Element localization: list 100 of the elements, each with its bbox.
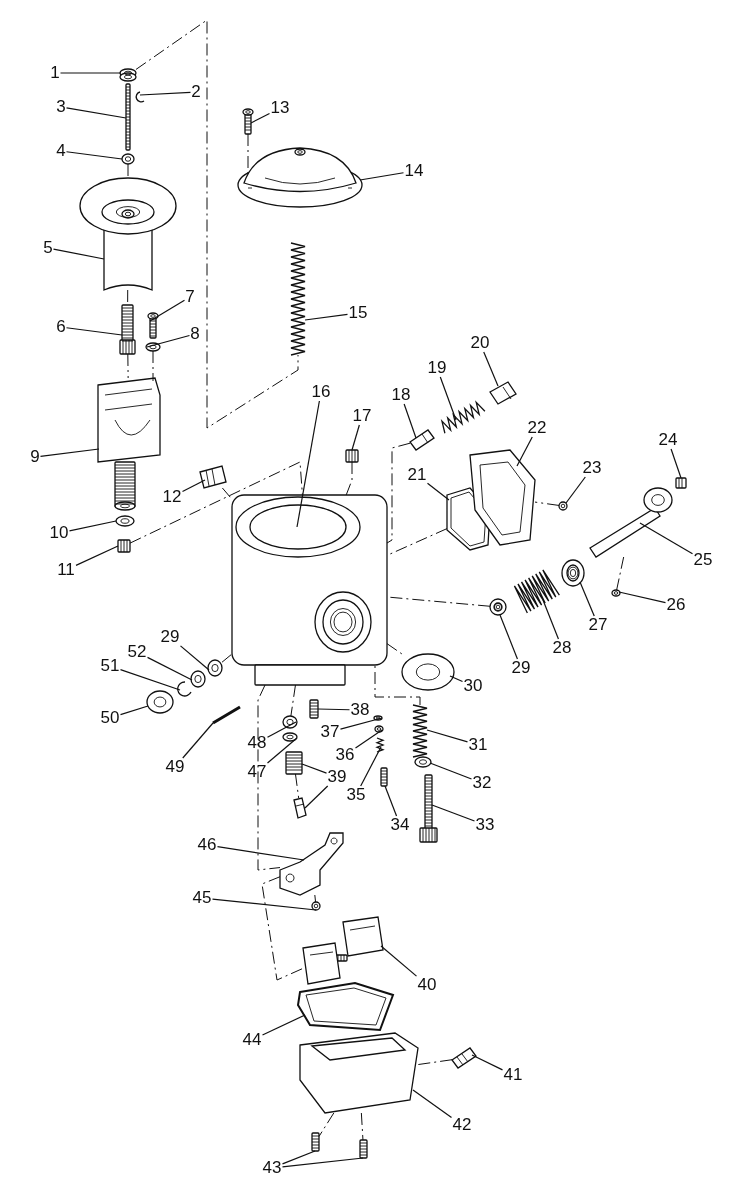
- screw-drawing: [359, 1139, 368, 1159]
- screw-drawing: [147, 312, 159, 339]
- ring-drawing: [282, 732, 298, 742]
- assembly-line: [152, 350, 154, 382]
- assembly-line: [616, 556, 625, 591]
- callout-number: 5: [42, 239, 54, 257]
- washer-drawing: [145, 342, 161, 352]
- assembly-line: [386, 442, 411, 544]
- callout-number: 21: [406, 466, 428, 484]
- assembly-line: [417, 1059, 453, 1066]
- leader-line: [542, 599, 560, 640]
- cap-drawing: [146, 690, 174, 714]
- assembly-line: [386, 643, 403, 655]
- assembly-line: [127, 163, 129, 179]
- callout-number: 38: [349, 701, 371, 719]
- leader-line: [499, 614, 519, 660]
- leader-line: [146, 334, 191, 348]
- assembly-line: [360, 1112, 364, 1141]
- leader-line: [52, 248, 105, 260]
- assembly-line: [290, 684, 296, 717]
- leader-line: [384, 785, 398, 817]
- carburetor-body-drawing: [231, 494, 388, 686]
- gasket-drawing: [446, 487, 491, 551]
- bowl-drawing: [299, 1032, 419, 1114]
- leader-line: [339, 717, 383, 730]
- leader-line: [483, 351, 499, 387]
- washer-drawing: [115, 515, 135, 527]
- washer-drawing: [121, 153, 135, 165]
- callout-number: 13: [269, 99, 291, 117]
- callout-number: 19: [426, 359, 448, 377]
- spring-drawing: [513, 569, 560, 614]
- assembly-line: [127, 353, 129, 379]
- callout-number: 36: [334, 746, 356, 764]
- leader-line: [380, 945, 418, 977]
- assembly-line: [261, 876, 304, 981]
- callout-number: 31: [467, 736, 489, 754]
- leader-line: [149, 299, 186, 322]
- leader-line: [281, 1157, 364, 1168]
- leader-line: [412, 1089, 453, 1119]
- callout-number: 9: [29, 448, 41, 466]
- jet-drawing: [380, 767, 388, 787]
- leader-line: [359, 172, 405, 181]
- leader-line: [426, 482, 450, 501]
- leader-line: [296, 400, 320, 528]
- leader-line: [351, 424, 360, 451]
- leader-line: [426, 729, 469, 743]
- cap-drawing: [675, 477, 687, 489]
- seal-drawing: [561, 559, 585, 587]
- callout-number: 6: [55, 318, 67, 336]
- callout-number: 14: [403, 162, 425, 180]
- leader-line: [304, 313, 349, 321]
- leader-line: [618, 591, 667, 604]
- leader-line: [449, 675, 464, 683]
- fitting-drawing: [489, 381, 517, 405]
- leader-line: [429, 762, 473, 780]
- leader-line: [139, 91, 192, 96]
- valve-drawing: [409, 429, 435, 451]
- leader-line: [516, 436, 533, 467]
- valve-seat-drawing: [285, 751, 303, 775]
- callout-number: 35: [345, 786, 367, 804]
- clip-drawing: [177, 681, 192, 697]
- callout-number: 46: [196, 836, 218, 854]
- callout-number: 37: [319, 723, 341, 741]
- float-drawing: [302, 916, 384, 985]
- leader-line: [65, 151, 123, 160]
- screw-drawing: [558, 501, 568, 511]
- assembly-line: [534, 501, 560, 506]
- leader-line: [68, 520, 117, 532]
- callout-number: 18: [390, 386, 412, 404]
- callout-number: 30: [462, 677, 484, 695]
- tube-drawing: [119, 304, 136, 355]
- assembly-line: [257, 684, 281, 871]
- callout-number: 4: [55, 142, 67, 160]
- washer-drawing: [190, 670, 206, 688]
- ring-drawing: [373, 715, 383, 721]
- callout-number: 24: [657, 431, 679, 449]
- leader-line: [304, 785, 329, 809]
- leader-line: [181, 479, 206, 493]
- leader-line: [471, 1054, 504, 1071]
- leader-line: [211, 898, 317, 911]
- assembly-line: [221, 653, 233, 663]
- leader-line: [39, 448, 100, 457]
- spring-drawing: [290, 242, 306, 356]
- callout-number: 47: [246, 763, 268, 781]
- assembly-line: [345, 461, 353, 496]
- leader-line: [266, 737, 298, 764]
- leader-line: [301, 763, 328, 774]
- screw-drawing: [311, 1132, 320, 1152]
- clip-drawing: [135, 91, 145, 103]
- cover-drawing: [469, 449, 536, 546]
- screw-drawing: [611, 589, 621, 597]
- leader-line: [250, 112, 271, 124]
- nut-drawing: [117, 539, 131, 553]
- leader-line: [119, 705, 149, 716]
- callout-number: 44: [241, 1031, 263, 1049]
- assembly-line: [129, 461, 303, 544]
- spring-drawing: [412, 704, 428, 758]
- assembly-line: [221, 487, 233, 500]
- seal-drawing: [489, 598, 507, 616]
- callout-number: 43: [261, 1159, 283, 1177]
